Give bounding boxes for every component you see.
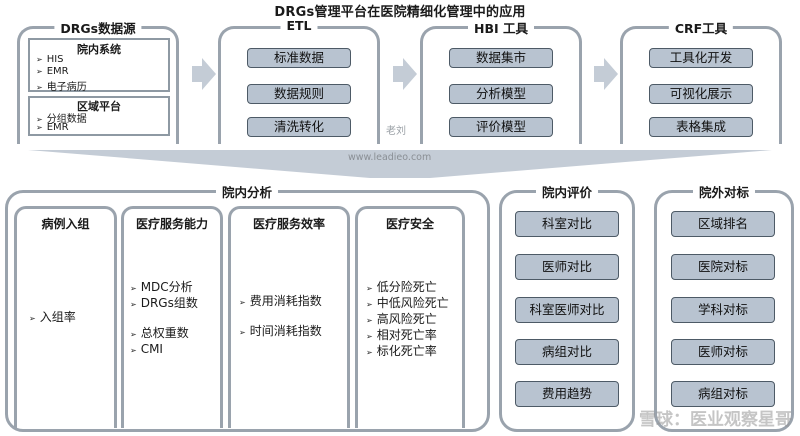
column-title: 病例入组: [41, 217, 90, 231]
hbi-item: 评价模型: [449, 117, 553, 137]
etl-item: 清洗转化: [247, 117, 351, 137]
hospital-system-title: 院内系统: [77, 43, 121, 56]
arrow-bullet-icon: ➢: [36, 55, 43, 64]
arrow-bullet-icon: ➢: [29, 314, 36, 323]
benchmark-title: 院外对标: [692, 182, 756, 201]
evaluation-item: 病组对比: [515, 339, 619, 365]
analysis-column: 医疗安全 ➢低分险死亡 ➢中低风险死亡 ➢高风险死亡 ➢相对死亡率 ➢标化死亡率: [355, 206, 465, 428]
flow-arrow-icon: [393, 58, 417, 90]
list-item: ➢MDC分析: [130, 280, 193, 294]
source-item: ➢EMR: [36, 122, 69, 133]
list-item: ➢高风险死亡: [366, 312, 437, 326]
list-item: ➢低分险死亡: [366, 280, 437, 294]
arrow-bullet-icon: ➢: [366, 332, 373, 341]
hospital-system-box: 院内系统 ➢HIS ➢EMR ➢电子病历: [28, 38, 170, 93]
list-item: ➢DRGs组数: [130, 296, 198, 310]
page-title: DRGs管理平台在医院精细化管理中的应用: [274, 5, 526, 20]
arrow-bullet-icon: ➢: [366, 348, 373, 357]
list-item: ➢相对死亡率: [366, 328, 437, 342]
benchmark-item: 医师对标: [671, 339, 775, 365]
flow-arrow-icon: [594, 58, 618, 90]
watermark: 雪球：医业观察星哥: [639, 410, 792, 430]
list-item: ➢CMI: [130, 342, 163, 356]
arrow-bullet-icon: ➢: [366, 316, 373, 325]
sources-title: DRGs数据源: [54, 18, 142, 37]
crf-item: 工具化开发: [649, 48, 753, 68]
list-item: ➢中低风险死亡: [366, 296, 449, 310]
list-item: ➢总权重数: [130, 326, 189, 340]
regional-platform-box: 区域平台 ➢分组数据 ➢EMR: [28, 96, 170, 136]
arrow-bullet-icon: ➢: [36, 83, 43, 92]
analysis-column: 病例入组 ➢入组率: [14, 206, 117, 428]
arrow-bullet-icon: ➢: [36, 67, 43, 76]
benchmark-item: 医院对标: [671, 254, 775, 280]
analysis-column: 医疗服务效率 ➢费用消耗指数 ➢时间消耗指数: [228, 206, 350, 428]
list-item: ➢时间消耗指数: [239, 324, 322, 338]
evaluation-item: 费用趋势: [515, 381, 619, 407]
source-item: ➢电子病历: [36, 82, 87, 93]
arrow-bullet-icon: ➢: [130, 330, 137, 339]
list-item: ➢标化死亡率: [366, 344, 437, 358]
source-item: ➢HIS: [36, 54, 64, 65]
analysis-column: 医疗服务能力 ➢MDC分析 ➢DRGs组数 ➢总权重数 ➢CMI: [121, 206, 223, 428]
source-item: ➢分组数据: [36, 114, 87, 125]
evaluation-item: 医师对比: [515, 254, 619, 280]
hbi-title: HBI 工具: [468, 18, 534, 37]
evaluation-item: 科室医师对比: [515, 297, 619, 323]
down-arrow-icon: [28, 150, 772, 178]
source-item: ➢EMR: [36, 66, 69, 77]
arrow-bullet-icon: ➢: [239, 298, 246, 307]
benchmark-item: 学科对标: [671, 297, 775, 323]
analysis-title: 院内分析: [215, 182, 279, 201]
benchmark-item: 病组对标: [671, 381, 775, 407]
crf-item: 表格集成: [649, 117, 753, 137]
flow-arrow-icon: [192, 58, 216, 90]
arrow-bullet-icon: ➢: [239, 328, 246, 337]
arrow-bullet-icon: ➢: [366, 284, 373, 293]
site-url: www.leadieo.com: [348, 152, 432, 163]
hbi-item: 数据集市: [449, 48, 553, 68]
evaluation-title: 院内评价: [535, 182, 599, 201]
crf-item: 可视化展示: [649, 84, 753, 104]
list-item: ➢入组率: [29, 310, 76, 324]
evaluation-item: 科室对比: [515, 211, 619, 237]
regional-platform-title: 区域平台: [77, 100, 121, 113]
arrow-bullet-icon: ➢: [36, 123, 43, 132]
arrow-bullet-icon: ➢: [130, 284, 137, 293]
author-mark: 老刘: [386, 126, 406, 137]
arrow-bullet-icon: ➢: [36, 115, 43, 124]
list-item: ➢费用消耗指数: [239, 294, 322, 308]
etl-item: 数据规则: [247, 84, 351, 104]
arrow-bullet-icon: ➢: [130, 346, 137, 355]
column-title: 医疗安全: [385, 217, 434, 231]
column-title: 医疗服务效率: [252, 217, 325, 231]
etl-title: ETL: [280, 18, 318, 33]
arrow-bullet-icon: ➢: [130, 300, 137, 309]
etl-item: 标准数据: [247, 48, 351, 68]
hbi-item: 分析模型: [449, 84, 553, 104]
column-title: 医疗服务能力: [135, 217, 208, 231]
benchmark-item: 区域排名: [671, 211, 775, 237]
arrow-bullet-icon: ➢: [366, 300, 373, 309]
crf-title: CRF工具: [668, 18, 734, 37]
